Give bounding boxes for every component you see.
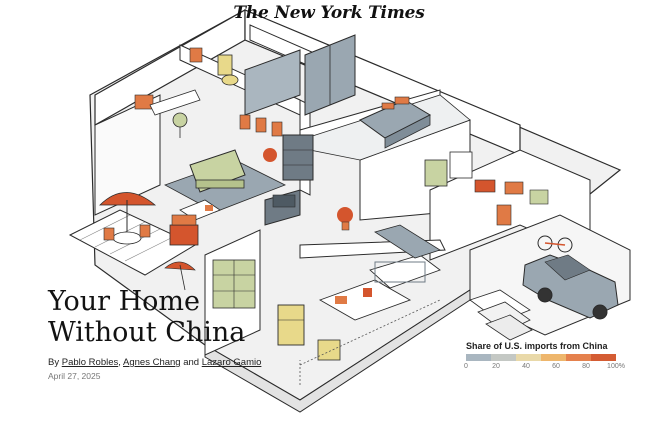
- washer-dryer: [424, 151, 473, 187]
- byline-conjunction: and: [183, 357, 200, 368]
- bookshelf: [282, 134, 314, 181]
- legend-swatch: [491, 354, 516, 361]
- fridge: [277, 304, 305, 346]
- dining-table: [369, 254, 441, 289]
- legend-title: Share of U.S. imports from China: [466, 341, 608, 351]
- byline-prefix: By: [48, 357, 60, 368]
- car: [522, 254, 619, 320]
- color-legend: Share of U.S. imports from China 0 20 40…: [464, 341, 625, 373]
- stove: [317, 339, 341, 361]
- tv-stand: [264, 189, 301, 226]
- legend-swatch: [516, 354, 541, 361]
- grill: [169, 214, 199, 246]
- legend-ticks: 0 20 40 60 80 100%: [464, 363, 625, 373]
- headline-line-1: Your Home: [48, 286, 200, 317]
- author-link-agnes-chang[interactable]: Agnes Chang: [123, 357, 181, 368]
- byline: By Pablo Robles, Agnes Chang and Lazaro …: [48, 357, 261, 368]
- legend-tick: 60: [552, 363, 560, 370]
- byline-separator: ,: [118, 357, 121, 368]
- sofa: [189, 149, 246, 193]
- legend-swatch: [591, 354, 616, 361]
- wardrobe: [244, 34, 356, 116]
- garage-bike: [537, 235, 573, 253]
- headline-line-2: Without China: [48, 317, 246, 348]
- front-steps: [469, 289, 533, 341]
- plant: [263, 148, 353, 231]
- legend-color-bar: [466, 354, 616, 361]
- legend-tick: 20: [492, 363, 500, 370]
- legend-tick: 100%: [607, 363, 625, 370]
- hallway-rug: [374, 224, 441, 259]
- kids-room-items: [474, 179, 549, 226]
- legend-tick: 0: [464, 363, 468, 370]
- office: [134, 89, 201, 138]
- legend-tick: 80: [582, 363, 590, 370]
- publish-date: April 27, 2025: [48, 371, 101, 381]
- author-link-lazaro-gamio[interactable]: Lazaro Gamio: [201, 357, 262, 368]
- legend-tick: 40: [522, 363, 530, 370]
- bed: [359, 96, 432, 149]
- legend-swatch: [566, 354, 591, 361]
- nyt-logo[interactable]: The New York Times: [233, 3, 425, 23]
- cutaway-lines: [299, 299, 441, 385]
- legend-swatch: [466, 354, 491, 361]
- kitchen-island: [318, 279, 412, 321]
- storage-shelves: [212, 259, 256, 309]
- beach-umbrella: [164, 261, 196, 291]
- author-link-pablo-robles[interactable]: Pablo Robles: [61, 357, 119, 368]
- umbrella-table: [99, 192, 157, 245]
- article-headline: Your Home Without China: [48, 286, 278, 348]
- legend-swatch: [541, 354, 566, 361]
- bathroom: [189, 47, 239, 86]
- wall-art: [239, 114, 283, 137]
